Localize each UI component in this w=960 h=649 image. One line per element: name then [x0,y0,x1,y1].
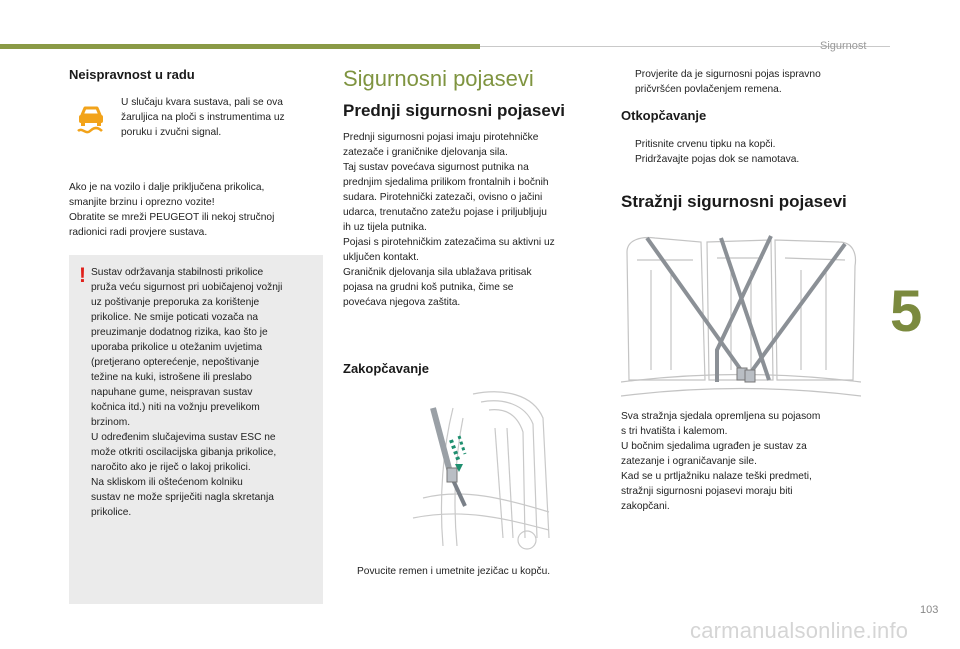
chapter-tab [888,266,960,370]
bullet-icon [343,564,357,579]
page-number: 103 [920,604,939,616]
chapter-number: 5 [890,279,923,344]
header-divider [480,46,890,47]
seatbelts-title: Sigurnosni pojasevi [343,66,534,91]
rear-seatbelts-illustration [620,230,862,402]
front-seatbelt-fastening-illustration [403,388,553,550]
section-label: Sigurnost [820,40,867,52]
malfunction-title: Neispravnost u radu [69,67,195,82]
rear-seatbelts-title: Stražnji sigurnosni pojasevi [621,192,847,211]
fastening-title: Zakopčavanje [343,361,429,376]
rear-seatbelts-text: Sva stražnja sjedala opremljena su pojas… [621,411,821,512]
header-accent-bar [0,44,480,49]
warning-icon: ! [79,264,86,287]
watermark: carmanualsonline.info [690,618,909,643]
stability-control-warning-icon [73,100,109,136]
front-seatbelts-text: Prednji sigurnosni pojasi imaju pirotehn… [343,132,555,308]
trailer-advice: Ako je na vozilo i dalje priključena pri… [69,182,275,238]
front-seatbelts-title: Prednji sigurnosni pojasevi [343,101,565,120]
icon-description: U slučaju kvara sustava, pali se ova žar… [121,97,285,138]
unfastening-title: Otkopčavanje [621,108,707,123]
bullet-icon [621,152,635,167]
warning-text: Sustav održavanja stabilnosti prikolice … [91,267,283,518]
bullet-icon [621,137,635,152]
unfastening-bullets: Pritisnite crvenu tipku na kopči. Pridrž… [621,137,799,167]
warning-box [69,255,323,604]
check-bullet: Provjerite da je sigurnosni pojas isprav… [621,67,821,97]
bullet-icon [621,67,635,82]
fastening-bullet: Povucite remen i umetnite jezičac u kopč… [343,564,550,579]
